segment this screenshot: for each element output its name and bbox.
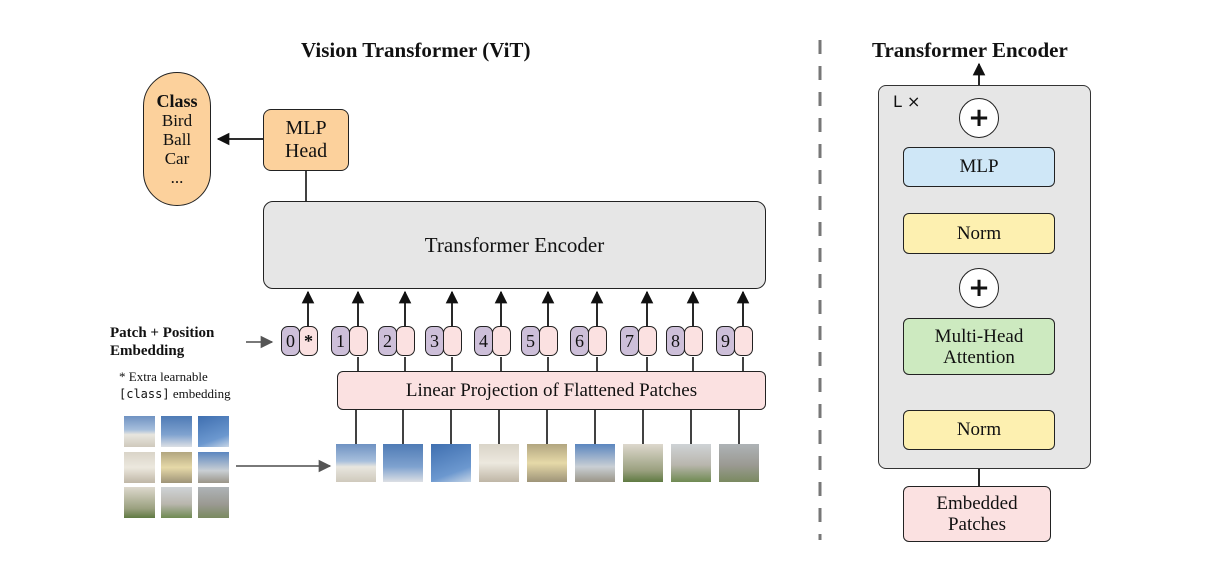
position-token: 3 bbox=[425, 326, 444, 356]
embedded-patches-box: Embedded Patches bbox=[903, 486, 1051, 542]
linear-projection-label: Linear Projection of Flattened Patches bbox=[405, 379, 698, 401]
plus-sign: + bbox=[968, 273, 990, 303]
mlp-head-line2: Head bbox=[284, 140, 328, 162]
image-patch bbox=[671, 444, 711, 482]
image-patch bbox=[623, 444, 663, 482]
grid-image-patch bbox=[198, 452, 229, 483]
patch-embedding-token bbox=[492, 326, 511, 356]
attention-line2: Attention bbox=[943, 346, 1015, 368]
mlp-head-line1: MLP bbox=[285, 117, 327, 139]
grid-image-patch bbox=[161, 452, 192, 483]
position-token: 1 bbox=[331, 326, 350, 356]
grid-image-patch bbox=[124, 487, 155, 518]
patch-embedding-token bbox=[734, 326, 753, 356]
attention-line1: Multi-Head bbox=[934, 325, 1024, 347]
extra-learnable-line1: * Extra learnable bbox=[119, 369, 208, 384]
norm-label: Norm bbox=[956, 419, 1002, 440]
patch-embedding-token bbox=[396, 326, 415, 356]
plus-sign: + bbox=[968, 103, 990, 133]
add-node-top: + bbox=[959, 98, 999, 138]
image-patch bbox=[575, 444, 615, 482]
class-box: Class Bird Ball Car ... bbox=[143, 72, 211, 206]
position-token: 7 bbox=[620, 326, 639, 356]
token-arrows bbox=[301, 290, 750, 371]
add-node-bottom: + bbox=[959, 268, 999, 308]
transformer-encoder-box: Transformer Encoder bbox=[263, 201, 766, 289]
repeat-label: L × bbox=[893, 92, 921, 111]
image-patch bbox=[336, 444, 376, 482]
class-item: Bird bbox=[161, 110, 193, 130]
patch-embedding-token bbox=[349, 326, 368, 356]
extra-learnable-note: * Extra learnable [class] embedding bbox=[119, 368, 231, 403]
position-token: 4 bbox=[474, 326, 493, 356]
extra-learnable-line2: embedding bbox=[169, 386, 231, 401]
class-item: Car bbox=[164, 148, 190, 168]
position-token: 8 bbox=[666, 326, 685, 356]
patch-embedding-token bbox=[588, 326, 607, 356]
patch-embedding-token bbox=[684, 326, 703, 356]
mlp-label: MLP bbox=[959, 156, 999, 177]
patch-position-line2: Embedding bbox=[110, 343, 185, 359]
patch-embedding-token bbox=[443, 326, 462, 356]
patch-position-label: Patch + Position Embedding bbox=[110, 324, 214, 360]
patch-embedding-token bbox=[638, 326, 657, 356]
encoder-title: Transformer Encoder bbox=[872, 38, 1068, 62]
transformer-encoder-label: Transformer Encoder bbox=[424, 232, 605, 257]
patch-embedding-token bbox=[539, 326, 558, 356]
norm-label: Norm bbox=[956, 222, 1002, 244]
grid-image-patch bbox=[161, 416, 192, 447]
grid-image-patch bbox=[198, 416, 229, 447]
multi-head-attention-box: Multi-Head Attention bbox=[903, 318, 1055, 375]
patch-position-line1: Patch + Position bbox=[110, 325, 215, 341]
linear-projection-box: Linear Projection of Flattened Patches bbox=[337, 371, 766, 410]
norm-box-top: Norm bbox=[903, 213, 1055, 254]
class-token: * bbox=[299, 326, 318, 356]
embedded-line2: Patches bbox=[947, 514, 1007, 535]
image-patch bbox=[719, 444, 759, 482]
grid-image-patch bbox=[161, 487, 192, 518]
position-token: 5 bbox=[521, 326, 540, 356]
class-item: Ball bbox=[162, 129, 192, 149]
image-patch bbox=[527, 444, 567, 482]
position-token: 6 bbox=[570, 326, 589, 356]
patch-lines bbox=[355, 410, 740, 444]
mlp-head-box: MLP Head bbox=[263, 109, 349, 171]
embedded-line1: Embedded bbox=[936, 493, 1018, 514]
vit-title: Vision Transformer (ViT) bbox=[301, 38, 531, 62]
grid-image-patch bbox=[124, 452, 155, 483]
grid-image-patch bbox=[124, 416, 155, 447]
class-item: ... bbox=[170, 167, 184, 187]
position-token: 9 bbox=[716, 326, 735, 356]
image-patch bbox=[383, 444, 423, 482]
norm-box-bottom: Norm bbox=[903, 410, 1055, 450]
grid-image-patch bbox=[198, 487, 229, 518]
image-patch bbox=[479, 444, 519, 482]
position-token: 2 bbox=[378, 326, 397, 356]
mlp-box: MLP bbox=[903, 147, 1055, 187]
position-token: 0 bbox=[281, 326, 300, 356]
image-patch bbox=[431, 444, 471, 482]
class-heading: Class bbox=[156, 90, 198, 111]
class-token-code: [class] bbox=[119, 387, 170, 401]
